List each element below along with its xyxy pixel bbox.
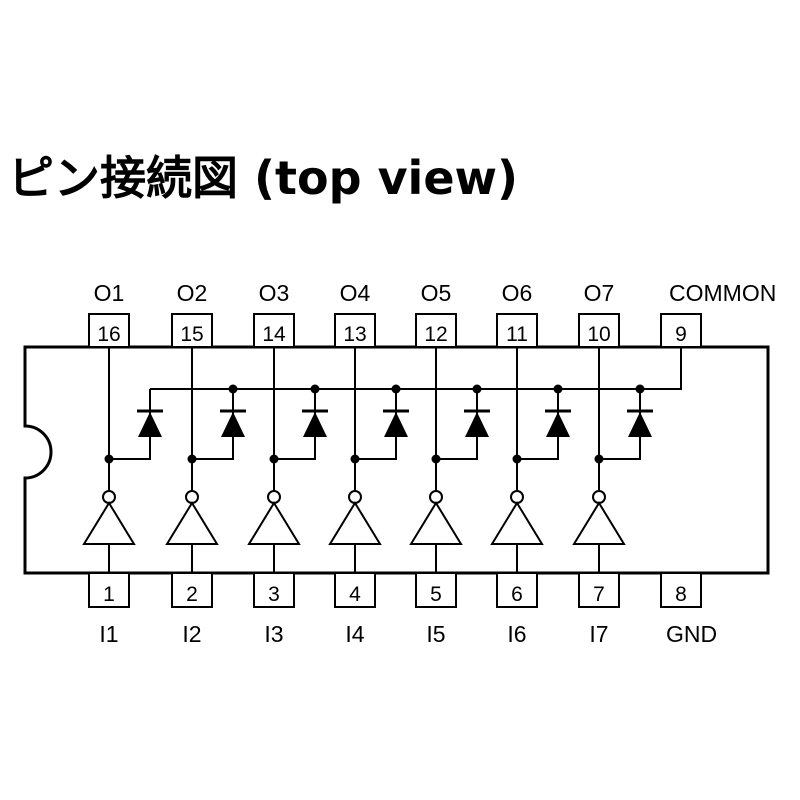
diode-icon <box>465 412 489 437</box>
top-pin-label: O6 <box>502 280 533 306</box>
bottom-pin-box <box>253 572 295 608</box>
diode-branch-wire <box>192 389 234 460</box>
diode-branch-wire <box>109 389 151 460</box>
top-pin-box <box>334 313 376 348</box>
common-bus-wire <box>150 347 682 390</box>
top-pin-number: 12 <box>424 323 447 346</box>
bottom-pin-label: I1 <box>99 621 118 647</box>
diode-icon <box>546 412 570 437</box>
diode-branch-wire <box>517 389 559 460</box>
top-pin-number: 9 <box>675 323 687 346</box>
diode-icon <box>628 412 652 437</box>
top-pin-box <box>171 313 213 348</box>
diode-icon <box>384 412 408 437</box>
diode-icon <box>221 412 245 437</box>
inverter-gate-icon <box>490 501 544 545</box>
ic-package <box>23 345 770 575</box>
diode-branch-wire <box>274 389 316 460</box>
top-pin-number: 10 <box>587 323 610 346</box>
inverter-gate-icon <box>82 501 136 545</box>
bus-junction-dot <box>391 384 401 394</box>
bus-junction-dot <box>310 384 320 394</box>
diode-icon <box>303 412 327 437</box>
top-pin-label: O3 <box>259 280 290 306</box>
top-pin-box <box>253 313 295 348</box>
bottom-pin-box <box>496 572 538 608</box>
inverter-gate-icon <box>572 501 626 545</box>
bottom-pin-label: I2 <box>182 621 201 647</box>
top-pin-label: O4 <box>340 280 371 306</box>
bottom-pin-box <box>415 572 457 608</box>
diode-branch-wire <box>355 389 397 460</box>
bottom-pin-box <box>88 572 130 608</box>
bottom-pin-box <box>171 572 213 608</box>
circuit-wiring <box>82 347 682 573</box>
top-pin-number: 16 <box>97 323 120 346</box>
diode-branch-wire <box>436 389 478 460</box>
bottom-pin-label: I3 <box>264 621 283 647</box>
bottom-pin-label: I4 <box>345 621 364 647</box>
ic-body-outline <box>23 345 770 575</box>
bottom-pin-number: 1 <box>103 583 115 606</box>
pin-group: 16 O1 15 O2 14 O3 13 O4 12 O5 11 O6 10 O7 9 COMMON 1I1 2I… <box>88 280 776 647</box>
top-pin-box <box>660 313 702 348</box>
bus-junction-dot <box>472 384 482 394</box>
bottom-pin-label: I7 <box>589 621 608 647</box>
top-pin-number: 11 <box>506 323 528 346</box>
bottom-pin-box <box>334 572 376 608</box>
bus-junction-dot <box>553 384 563 394</box>
bus-junction-dot <box>228 384 238 394</box>
bottom-pin-label: I6 <box>507 621 526 647</box>
diode-icon <box>138 412 162 437</box>
page-title: ピン接続図 (top view) <box>8 151 519 205</box>
top-pin-number: 15 <box>180 323 203 346</box>
diode-branch-wire <box>599 389 641 460</box>
bottom-pin-number: 5 <box>430 583 442 606</box>
bottom-pin-number: 2 <box>186 583 198 606</box>
bottom-pin-box <box>660 572 702 608</box>
top-pin-label: O5 <box>421 280 452 306</box>
bottom-pin-number: 4 <box>349 583 361 606</box>
inverter-gate-icon <box>409 501 463 545</box>
bottom-pin-label: I5 <box>426 621 445 647</box>
inverter-gate-icon <box>328 501 382 545</box>
bus-junction-dot <box>635 384 645 394</box>
bottom-pin-number: 3 <box>268 583 280 606</box>
top-pin-box <box>415 313 457 348</box>
inverter-gate-icon <box>247 501 301 545</box>
top-pin-label: O7 <box>584 280 615 306</box>
top-pin-number: 13 <box>343 323 366 346</box>
inverter-gate-icon <box>165 501 219 545</box>
bottom-pin-number: 7 <box>593 583 605 606</box>
top-pin-label: O2 <box>177 280 208 306</box>
top-pin-number: 14 <box>262 323 286 346</box>
bottom-pin-number: 8 <box>675 583 687 606</box>
bottom-pin-box <box>578 572 620 608</box>
bottom-pin-label: GND <box>666 621 717 647</box>
top-pin-box <box>88 313 130 348</box>
bottom-pin-number: 6 <box>511 583 523 606</box>
top-pin-box <box>578 313 620 348</box>
top-pin-label: COMMON <box>669 280 776 306</box>
top-pin-label: O1 <box>94 280 125 306</box>
top-pin-box <box>496 313 538 348</box>
